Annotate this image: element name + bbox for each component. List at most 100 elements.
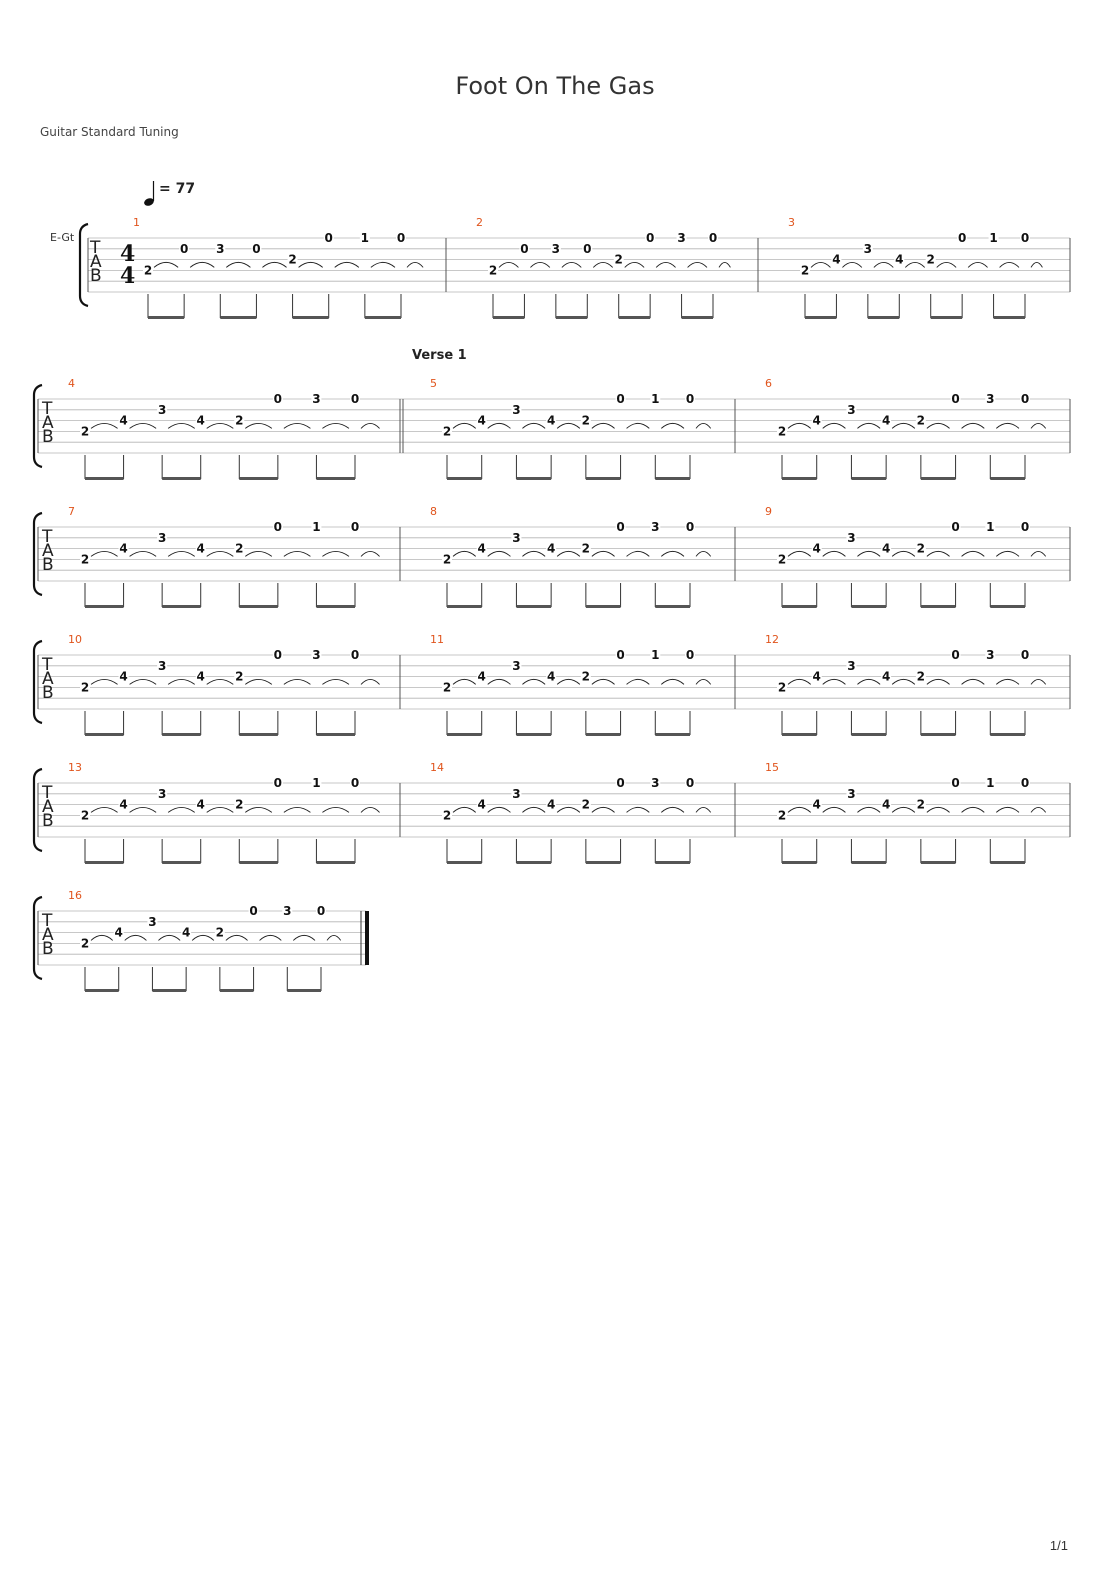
- fret-bg: [80, 553, 90, 566]
- fret-bg: [234, 798, 245, 811]
- fret-bg: [615, 777, 626, 789]
- fret-number: 2: [216, 926, 224, 940]
- fret-bg: [316, 905, 326, 917]
- fret-number: 4: [813, 670, 821, 684]
- fret-number: 0: [616, 520, 624, 534]
- fret-bg: [811, 670, 822, 683]
- fret-bg: [195, 670, 206, 683]
- slur-arc: [298, 261, 324, 268]
- fret-number: 0: [274, 520, 282, 534]
- note-beam: [851, 605, 887, 608]
- fret-bg: [546, 670, 557, 683]
- fret-number: 2: [81, 424, 89, 438]
- slur-arc: [322, 678, 350, 685]
- slur-arc: [360, 422, 380, 429]
- fret-number: 0: [274, 392, 282, 406]
- tab-clef-letter: B: [42, 427, 54, 447]
- slur-arc: [591, 422, 615, 429]
- slur-arc: [334, 261, 360, 268]
- slur-arc: [322, 550, 350, 557]
- slur-arc: [842, 261, 863, 268]
- fret-bg: [272, 649, 283, 661]
- score-title: Foot On The Gas: [455, 72, 655, 100]
- time-signature-numerator: 4: [120, 241, 135, 267]
- slur-arc: [158, 934, 181, 941]
- slur-arc: [206, 806, 234, 813]
- fret-bg: [282, 905, 293, 917]
- tab-clef-letter: T: [41, 783, 53, 803]
- slur-arc: [822, 678, 846, 685]
- slur-arc: [487, 678, 511, 685]
- slur-arc: [522, 550, 546, 557]
- note-beam: [85, 605, 124, 608]
- fret-bg: [881, 542, 892, 555]
- fret-bg: [894, 253, 905, 266]
- fret-number: 4: [478, 798, 486, 812]
- fret-number: 0: [1021, 520, 1029, 534]
- note-beam: [585, 861, 621, 864]
- slur-arc: [822, 422, 846, 429]
- fret-bg: [80, 809, 90, 822]
- tab-clef-letter: T: [41, 655, 53, 675]
- fret-bg: [195, 542, 206, 555]
- slur-arc: [660, 422, 685, 429]
- fret-number: 2: [81, 936, 89, 950]
- slur-arc: [283, 806, 311, 813]
- slur-arc: [452, 422, 477, 429]
- note-beam: [447, 861, 482, 864]
- fret-bg: [708, 232, 718, 244]
- fret-number: 3: [512, 531, 520, 545]
- slur-arc: [206, 550, 234, 557]
- note-beam: [585, 477, 621, 480]
- fret-number: 3: [283, 904, 291, 918]
- fret-number: 4: [119, 542, 127, 556]
- quarter-note-icon: [144, 198, 154, 206]
- fret-number: 4: [478, 542, 486, 556]
- fret-number: 0: [1021, 392, 1029, 406]
- fret-number: 3: [847, 403, 855, 417]
- fret-bg: [915, 798, 926, 811]
- fret-number: 0: [351, 648, 359, 662]
- fret-number: 4: [478, 670, 486, 684]
- fret-number: 1: [986, 776, 994, 790]
- slur-arc: [556, 678, 581, 685]
- fret-number: 2: [917, 542, 925, 556]
- fret-bg: [519, 242, 530, 255]
- fret-bg: [157, 531, 168, 544]
- slur-arc: [626, 550, 650, 557]
- slur-arc: [487, 806, 511, 813]
- fret-bg: [550, 242, 561, 255]
- note-beam: [516, 733, 552, 736]
- fret-number: 4: [813, 798, 821, 812]
- fret-bg: [950, 393, 961, 405]
- fret-bg: [442, 425, 452, 438]
- note-beam: [162, 605, 201, 608]
- fret-number: 1: [312, 776, 320, 790]
- slur-arc: [655, 261, 676, 268]
- slur-arc: [326, 934, 342, 941]
- slur-arc: [1030, 550, 1047, 557]
- note-beam: [85, 477, 124, 480]
- fret-number: 2: [582, 542, 590, 556]
- system-bracket: [32, 511, 43, 597]
- slur-arc: [487, 422, 511, 429]
- fret-number: 3: [986, 392, 994, 406]
- fret-bg: [350, 649, 360, 661]
- slur-arc: [626, 422, 650, 429]
- measure-number: 8: [430, 505, 437, 518]
- fret-bg: [143, 264, 153, 277]
- slur-arc: [857, 422, 881, 429]
- slur-arc: [999, 261, 1020, 268]
- fret-bg: [181, 926, 192, 939]
- fret-number: 4: [197, 670, 205, 684]
- tab-clef-letter: B: [42, 683, 54, 703]
- slur-arc: [926, 806, 950, 813]
- fret-number: 2: [778, 808, 786, 822]
- system-bracket: [32, 895, 43, 981]
- fret-number: 1: [312, 520, 320, 534]
- fret-bg: [157, 659, 168, 672]
- slur-arc: [926, 422, 950, 429]
- note-beam: [618, 316, 651, 319]
- note-beam: [990, 605, 1025, 608]
- measure-number: 10: [68, 633, 82, 646]
